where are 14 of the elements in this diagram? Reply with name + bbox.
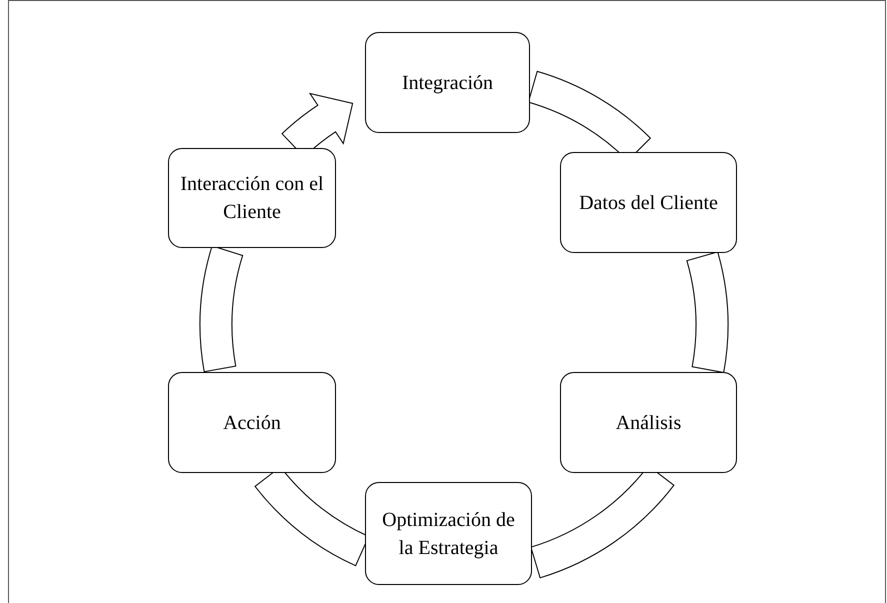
rounded-box <box>168 372 336 473</box>
box-label: Optimización de la Estrategia <box>381 508 516 560</box>
ring-segment <box>686 251 728 373</box>
rounded-box <box>560 372 737 473</box>
rounded-box <box>168 148 336 248</box>
rounded-box <box>365 32 530 133</box>
ring-segment <box>200 245 244 372</box>
rounded-box <box>560 152 737 253</box>
rounded-box <box>365 482 532 585</box>
box-label: Datos del Cliente <box>579 190 718 216</box>
box-label: Interacción con el Cliente <box>179 172 325 225</box>
box-label: Integración <box>402 70 494 96</box>
box-label: Acción <box>223 410 281 436</box>
box-label: Análisis <box>616 410 682 436</box>
